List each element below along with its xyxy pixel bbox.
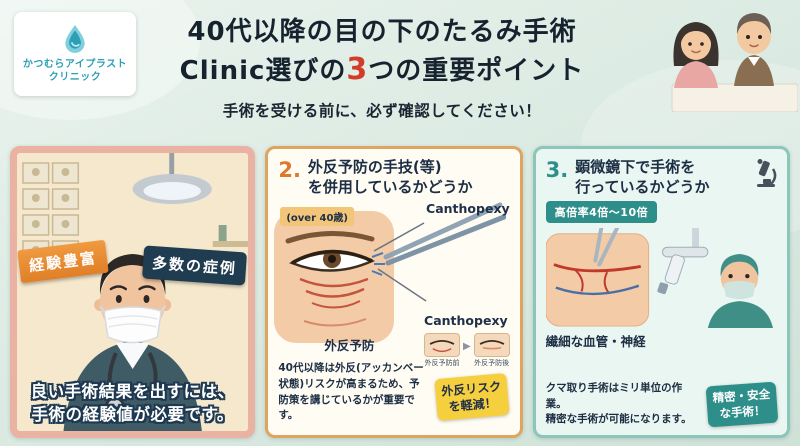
panel2-illustration-area: (over 40歳) Canthopexy 外反予防 Canthopexy 外反… (274, 199, 510, 426)
panel2-body-text: 40代以降は外反(アッカンベー状態)リスクが高まるため、予防策を講じているかが重… (278, 362, 424, 422)
before-after-thumbnails: 外反予防前 ▶ 外反予防後 (423, 333, 510, 368)
panel3-title-line1: 顕微鏡下で手術を (575, 158, 696, 176)
panel3-header: 3. 顕微鏡下で手術を行っているかどうか (546, 158, 777, 197)
precision-badge: 精密・安全な手術！ (705, 381, 779, 428)
clinic-name-line1: かつむらアイプラスト (22, 58, 128, 70)
panel3-number: 3. (545, 158, 569, 182)
panel-ectropion-prevention: 2. 外反予防の手技(等)を併用しているかどうか (265, 146, 523, 438)
panel-surgeon-experience: 経験豊富 多数の症例 良い手術結果を出すには、 手術の経験値が必要です。 (10, 146, 256, 438)
couple-illustration (671, 13, 798, 112)
after-eye-icon (473, 333, 510, 357)
microscope-surgery-illustration (545, 228, 773, 328)
ectropion-prevention-label: 外反予防 (324, 338, 375, 353)
microscope-icon (756, 159, 777, 187)
clinic-name: かつむらアイプラスト クリニック (23, 58, 127, 85)
header-title-block: 40代以降の目の下のたるみ手術 Clinic選びの3つの重要ポイント 手術を受け… (142, 16, 622, 121)
panel1-caption: 良い手術結果を出すには、 手術の経験値が必要です。 (17, 380, 248, 426)
canthopexy-label-bottom: Canthopexy (424, 313, 508, 328)
clinic-name-line2: クリニック (48, 72, 102, 83)
panel2-title: 外反予防の手技(等)を併用しているかどうか (308, 158, 473, 197)
panel3-body-line2: 精密な手術が可能になります。 (545, 413, 692, 426)
surgeon-illustration (17, 153, 249, 431)
panel1-caption-line2: 手術の経験値が必要です。 (31, 404, 234, 424)
panel3-title-line2: 行っているかどうか (575, 177, 710, 196)
title-line2-pre: Clinic選びの (179, 55, 347, 86)
canthopexy-label-top: Canthopexy (426, 201, 510, 216)
before-thumbnail: 外反予防前 (423, 333, 460, 368)
water-drop-logo-icon (65, 24, 85, 53)
eye-closeup-illustration (274, 202, 507, 343)
after-thumbnail: 外反予防後 (473, 333, 510, 368)
over40-tag: (over 40歳) (280, 207, 354, 226)
vessels-label: 繊細な血管・神経 (545, 334, 646, 349)
before-eye-icon (423, 333, 460, 357)
many-cases-ribbon: 多数の症例 (142, 245, 248, 286)
panel2-header: 2. 外反予防の手技(等)を併用しているかどうか (278, 158, 509, 197)
panel3-body-line1: クマ取り手術はミリ単位の作業。 (545, 381, 683, 410)
panel2-number: 2. (278, 158, 301, 182)
panel3-title: 顕微鏡下で手術を行っているかどうか (575, 158, 709, 197)
panels-row: 経験豊富 多数の症例 良い手術結果を出すには、 手術の経験値が必要です。 2. … (10, 146, 790, 438)
panel-microscope-surgery: 3. 顕微鏡下で手術を行っているかどうか 高倍率4倍〜10倍 (532, 146, 790, 438)
main-title-line2: Clinic選びの3つの重要ポイント (142, 50, 622, 89)
title-line2-post: つの重要ポイント (368, 55, 585, 86)
panel1-caption-line1: 良い手術結果を出すには、 (30, 381, 235, 401)
clinic-logo-card: かつむらアイプラスト クリニック (14, 12, 136, 96)
after-label: 外反予防後 (474, 359, 510, 367)
risk-reduction-badge: 外反リスクを軽減！ (433, 372, 510, 422)
magnification-label: 高倍率4倍〜10倍 (545, 201, 658, 223)
panel2-title-line1: 外反予防の手技(等) (307, 158, 442, 176)
panel2-title-line2: を併用しているかどうか (307, 177, 473, 196)
before-label: 外反予防前 (424, 359, 460, 367)
arrow-icon: ▶ (462, 341, 471, 352)
main-title-line1: 40代以降の目の下のたるみ手術 (187, 17, 577, 47)
title-highlight-number: 3 (346, 51, 369, 87)
subtitle: 手術を受ける前に、必ず確認してください！ (222, 101, 542, 120)
panel3-footer: クマ取り手術はミリ単位の作業。精密な手術が可能になります。 精密・安全な手術！ (546, 381, 779, 428)
panel3-body-text: クマ取り手術はミリ単位の作業。精密な手術が可能になります。 (546, 381, 702, 428)
